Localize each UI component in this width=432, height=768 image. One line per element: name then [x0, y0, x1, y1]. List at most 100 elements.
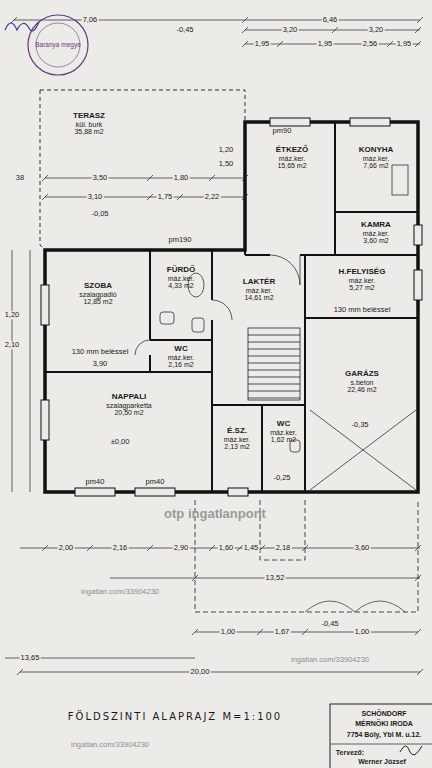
room-box: TERASZkül. burk35,88 m2 [48, 104, 130, 144]
room-detail: 2,13 m2 [224, 443, 249, 450]
dimension: 6,46 [322, 16, 339, 24]
dimension-tick [42, 194, 48, 200]
room-detail: máz.ker. [270, 429, 296, 436]
room-detail: szalagpadló [79, 291, 116, 298]
room-detail: 1,62 m2 [271, 436, 296, 443]
stair-step [248, 377, 300, 378]
plan-lines [5, 15, 432, 768]
dimension: 1,95 [317, 40, 334, 48]
room-box: ÉTKEZŐmáz.ker.15,65 m2 [252, 136, 332, 180]
dimension: 1,00 [220, 628, 237, 636]
dimension-tick [147, 545, 153, 551]
room-detail: 15,65 m2 [277, 162, 306, 169]
dimension: 1,20 [4, 311, 21, 319]
title-block-text: 7754 Bóly, Ybl M. u.12. [346, 731, 422, 738]
dimension: 1,75 [157, 193, 174, 201]
room-detail: 20,50 m2 [114, 409, 143, 416]
dimension-tick [417, 17, 423, 23]
drawing-title: FÖLDSZINTI ALAPRAJZ M=1:100 [68, 711, 282, 722]
room-box: KAMRAmáz.ker.3,60 m2 [338, 216, 414, 250]
dimension-tick [257, 629, 263, 635]
dimension-tick [147, 194, 153, 200]
watermark: ingatlan.com/33904230 [290, 656, 370, 664]
dimension-line [20, 672, 420, 673]
dimension-tick [17, 669, 23, 675]
level-mark: -0,05 [90, 210, 109, 218]
room-detail: máz.ker. [279, 155, 305, 162]
room-box: NAPPALIszalagparketta20,50 m2 [50, 382, 208, 428]
dimension: 1,50 [218, 160, 235, 168]
dimension: 1,45 [243, 544, 260, 552]
dimension: 3,60 [354, 544, 371, 552]
level-mark: -0,45 [320, 620, 339, 628]
dimension: 2,56 [362, 40, 379, 48]
dimension-tick [242, 27, 248, 33]
room-detail: máz.ker. [363, 155, 389, 162]
room-detail: 3,60 m2 [363, 237, 388, 244]
dimension-tick [242, 17, 248, 23]
dimension-tick [415, 545, 421, 551]
stair-step [248, 356, 300, 357]
watermark: ingatlan.com/33904230 [80, 588, 160, 596]
dimension-line [45, 178, 245, 179]
room-name: NAPPALI [112, 393, 147, 401]
opening-code: pm40 [85, 478, 106, 486]
note: 130 mm beléssel [71, 348, 130, 356]
note: 130 mm beléssel [333, 306, 392, 314]
room-name: GARÁZS [345, 370, 379, 378]
room-name: ÉTKEZŐ [276, 146, 308, 154]
title-block-text: SCHÖNDORF [360, 710, 407, 717]
dimension-line [30, 250, 31, 492]
dimension-tick [417, 669, 423, 675]
dimension-tick [415, 27, 421, 33]
title-block-text: MÉRNÖKI IRODA [354, 720, 414, 727]
dimension-tick [87, 545, 93, 551]
dimension: 1,00 [354, 628, 371, 636]
dimension: 2,16 [112, 544, 129, 552]
dimension-line [245, 30, 420, 31]
room-box: WCmáz.ker.1,62 m2 [264, 410, 303, 454]
dimension: 13,52 [265, 574, 286, 582]
dimension: 3,50 [92, 174, 109, 182]
dimension-tick [147, 175, 153, 181]
dimension-tick [387, 41, 393, 47]
dimension: 3,90 [92, 360, 109, 368]
title-block-text: Tervező: [335, 749, 365, 756]
room-detail: 35,88 m2 [74, 128, 103, 135]
room-name: WC [277, 420, 290, 428]
room-box: WCmáz.ker.2,16 m2 [153, 343, 209, 371]
dimension: 2,00 [58, 544, 75, 552]
dimension: 1,20 [218, 146, 235, 154]
stair-step [248, 342, 300, 343]
dimension: 2,90 [173, 544, 190, 552]
dimension: 2,10 [4, 341, 21, 349]
stamp-text: Baranya megye [34, 42, 82, 49]
room-detail: szalagparketta [106, 402, 152, 409]
dimension-tick [42, 545, 48, 551]
dimension-tick [11, 17, 17, 23]
dimension-tick [242, 41, 248, 47]
stair-step [248, 398, 300, 399]
room-box: LAKTÉRmáz.ker.14,61 m2 [216, 266, 302, 314]
room-box: GARÁZSs.beton22,46 m2 [309, 360, 415, 404]
dimension: 2,18 [275, 544, 292, 552]
room-detail: 2,16 m2 [168, 361, 193, 368]
room-name: É.SZ. [227, 427, 247, 435]
dimension: 1,95 [254, 40, 271, 48]
room-box: SZOBAszalagpadló12,85 m2 [50, 268, 146, 320]
dimension-tick [332, 27, 338, 33]
room-name: TERASZ [73, 112, 105, 120]
room-detail: máz.ker. [349, 277, 375, 284]
room-detail: máz.ker. [246, 287, 272, 294]
dimension: 38 [15, 174, 25, 182]
dimension-tick [209, 175, 215, 181]
dimension-tick [415, 629, 421, 635]
dimension-tick [415, 41, 421, 47]
dimension-tick [277, 41, 283, 47]
stair-step [248, 349, 300, 350]
stair-step [248, 391, 300, 392]
room-detail: 12,85 m2 [83, 298, 112, 305]
room-detail: 5,27 m2 [349, 284, 374, 291]
dimension: 3,20 [368, 26, 385, 34]
